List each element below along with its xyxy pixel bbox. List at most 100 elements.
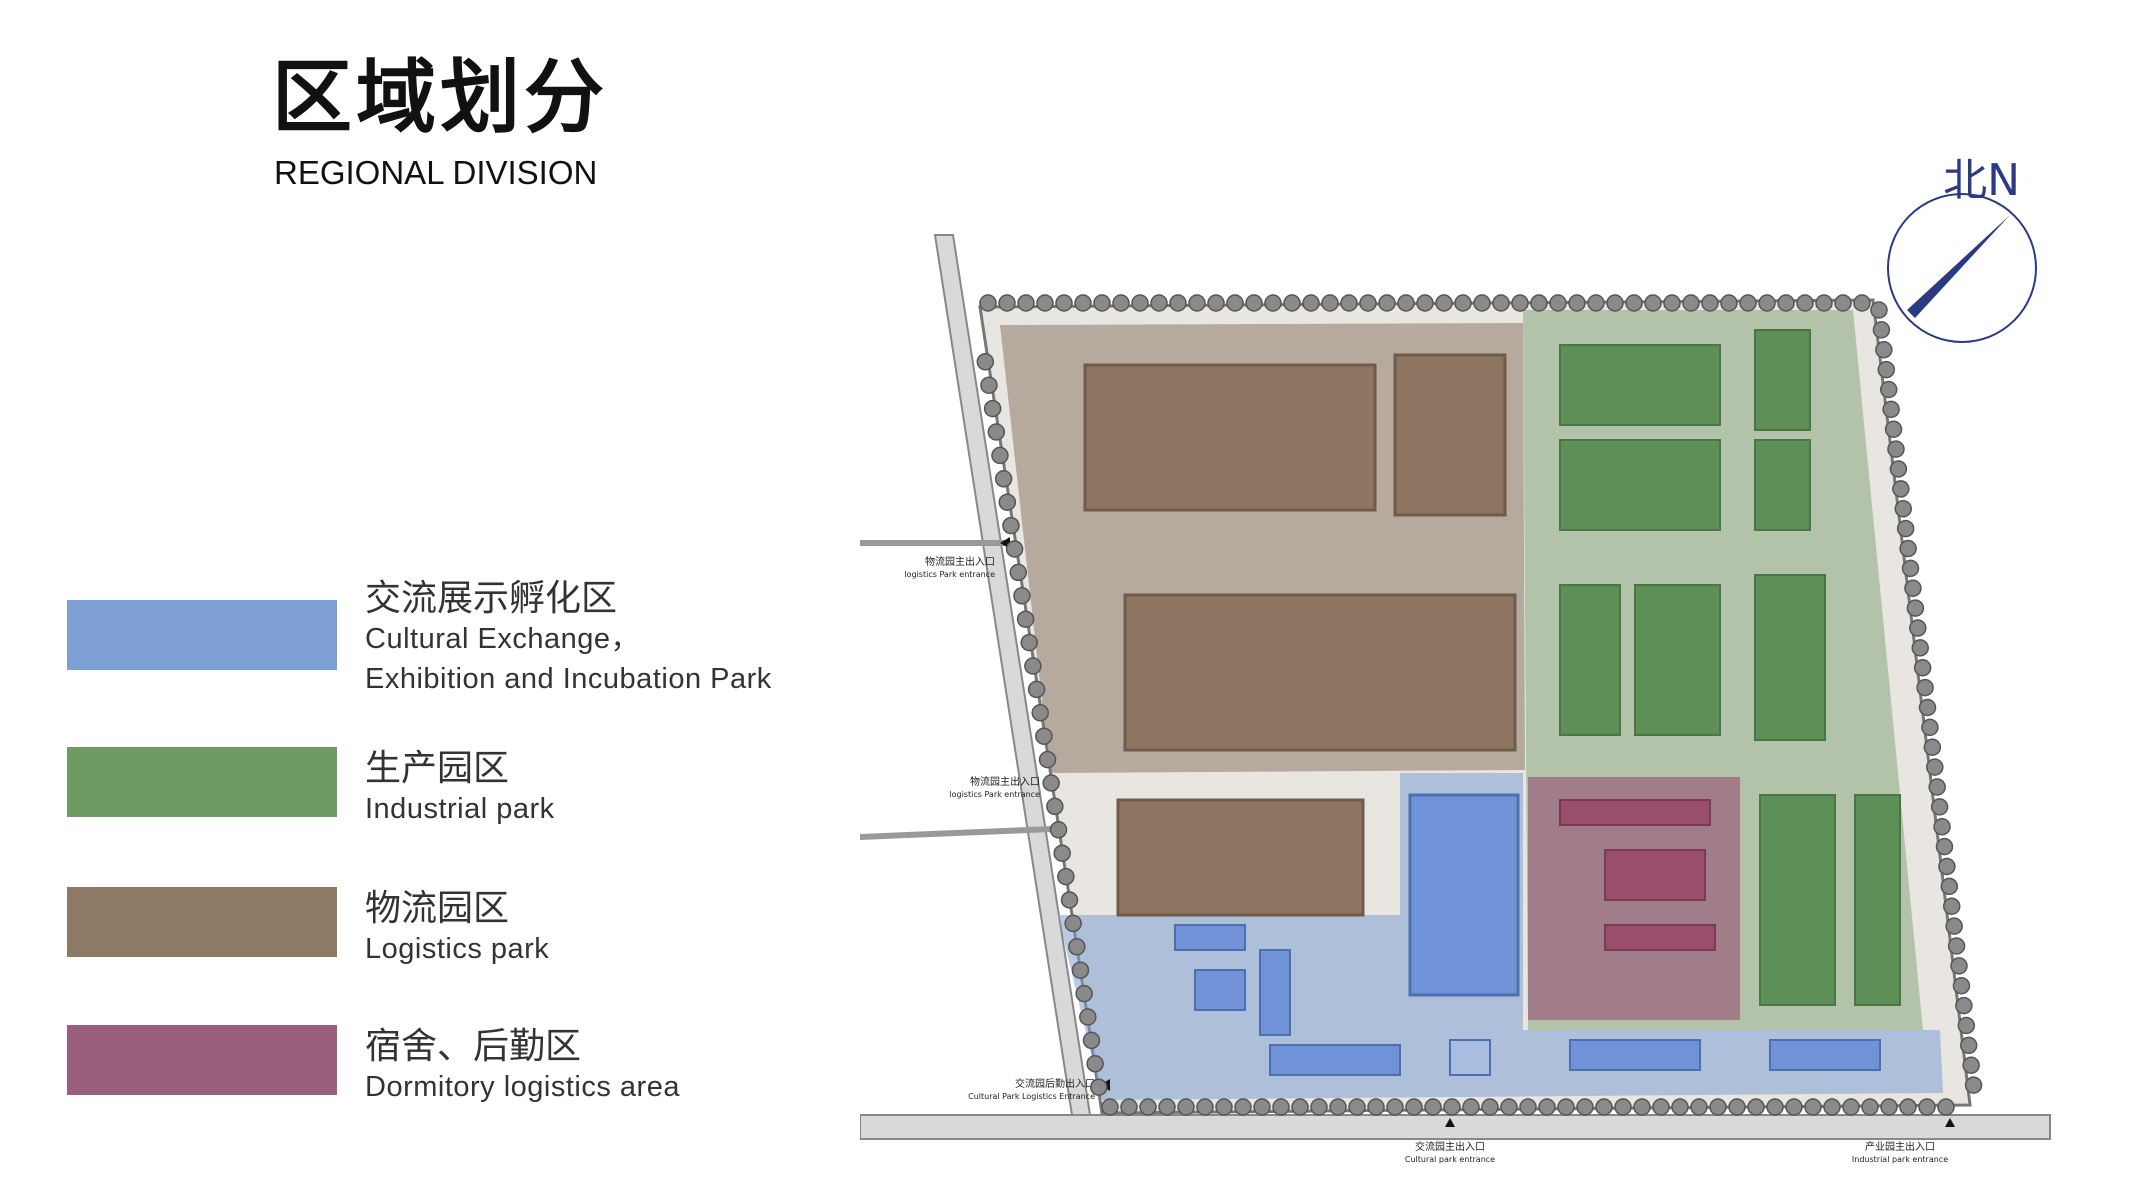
tree-icon <box>1777 294 1795 312</box>
logistics-building <box>1083 363 1377 512</box>
tree-icon <box>998 294 1016 312</box>
tree-icon <box>1049 821 1068 839</box>
tree-icon <box>1625 294 1643 312</box>
tree-icon <box>1614 1098 1632 1116</box>
industrial-building <box>1754 439 1811 531</box>
tree-icon <box>1709 1098 1727 1116</box>
tree-icon <box>1568 294 1586 312</box>
cultural-building <box>1269 1044 1401 1076</box>
tree-icon <box>1443 1098 1461 1116</box>
tree-icon <box>1870 301 1888 319</box>
entrance-label-zh: 交流园后勤出入口 <box>1015 1077 1095 1090</box>
tree-icon <box>1959 1036 1978 1055</box>
tree-icon <box>1701 294 1719 312</box>
legend-swatch-dormitory <box>67 1025 337 1095</box>
tree-icon <box>1359 294 1377 312</box>
industrial-building <box>1759 794 1836 1006</box>
tree-icon <box>1909 619 1927 637</box>
tree-icon <box>1057 867 1075 886</box>
tree-icon <box>1064 914 1082 933</box>
tree-icon <box>1519 1098 1537 1116</box>
legend-swatch-logistics <box>67 887 337 957</box>
logistics-building <box>1116 798 1365 917</box>
tree-icon <box>1957 1016 1976 1035</box>
entrance-label-en: logistics Park entrance <box>949 790 1040 799</box>
entrance-label-en: Cultural Park Logistics Entrance <box>968 1092 1095 1101</box>
tree-icon <box>1101 1098 1119 1116</box>
tree-icon <box>1024 657 1042 675</box>
tree-icon <box>1926 758 1944 776</box>
tree-icon <box>1815 294 1833 312</box>
tree-icon <box>1935 837 1954 856</box>
site-plan-svg: 物流园主出入口 logistics Park entrance 物流园主出入口 … <box>860 234 2051 1164</box>
tree-icon <box>1424 1098 1442 1116</box>
tree-icon <box>1139 1098 1157 1116</box>
tree-icon <box>1511 294 1529 312</box>
tree-icon <box>1882 400 1900 419</box>
legend-swatch-cultural <box>67 600 337 670</box>
industrial-building <box>1854 794 1901 1006</box>
tree-icon <box>1896 519 1915 538</box>
tree-icon <box>1943 897 1961 915</box>
tree-icon <box>1530 294 1548 312</box>
tree-icon <box>1310 1098 1328 1116</box>
tree-icon <box>1834 294 1852 312</box>
entrance-label-zh: 物流园主出入口 <box>925 555 995 568</box>
tree-icon <box>1397 294 1415 312</box>
tree-icon <box>1075 984 1093 1003</box>
tree-icon <box>1690 1098 1708 1116</box>
tree-icon <box>1720 294 1738 312</box>
tree-icon <box>1454 294 1472 312</box>
tree-icon <box>998 493 1017 511</box>
tree-icon <box>1272 1098 1290 1116</box>
cultural-building <box>1194 969 1246 1011</box>
tree-icon <box>1150 294 1168 312</box>
tree-icon <box>1042 774 1060 792</box>
tree-icon <box>1207 294 1225 312</box>
dormitory-building <box>1559 799 1711 826</box>
tree-icon <box>1796 294 1814 312</box>
page-title: 区域划分 <box>272 51 608 144</box>
cultural-building <box>1769 1039 1881 1071</box>
dormitory-building <box>1604 849 1706 901</box>
tree-icon <box>1005 540 1024 558</box>
tree-icon <box>1031 704 1049 722</box>
tree-icon <box>1053 844 1071 862</box>
tree-icon <box>994 470 1013 488</box>
tree-icon <box>1435 294 1453 312</box>
legend-label-zh: 交流展示孵化区 <box>365 578 618 619</box>
entrance-label-en: Cultural park entrance <box>1405 1155 1495 1164</box>
tree-icon <box>1253 1098 1271 1116</box>
tree-icon <box>1937 1098 1955 1116</box>
cultural-building <box>1408 793 1520 997</box>
tree-icon <box>1861 1098 1879 1116</box>
tree-icon <box>1823 1098 1841 1116</box>
tree-icon <box>1215 1098 1233 1116</box>
legend-label-en: Logistics park <box>365 933 550 965</box>
tree-icon <box>1899 1098 1917 1116</box>
tree-icon <box>1652 1098 1670 1116</box>
industrial-building <box>1754 329 1811 431</box>
tree-icon <box>1046 797 1064 816</box>
legend-swatch-industrial <box>67 747 337 817</box>
tree-icon <box>1074 294 1092 312</box>
tree-icon <box>1226 294 1244 312</box>
page-subtitle: REGIONAL DIVISION <box>274 154 598 191</box>
tree-icon <box>1938 857 1956 876</box>
tree-icon <box>1576 1098 1594 1116</box>
legend-label-zh: 生产园区 <box>365 748 510 789</box>
legend: 交流展示孵化区 Cultural Exchange， Exhibition an… <box>67 575 847 1115</box>
tree-icon <box>1462 1098 1480 1116</box>
tree-icon <box>1945 917 1963 935</box>
tree-icon <box>1473 294 1491 312</box>
tree-icon <box>1245 294 1263 312</box>
site-plan-map: 物流园主出入口 logistics Park entrance 物流园主出入口 … <box>860 225 2090 1170</box>
tree-icon <box>1899 539 1917 558</box>
tree-icon <box>1671 1098 1689 1116</box>
tree-icon <box>1804 1098 1822 1116</box>
tree-icon <box>1492 294 1510 312</box>
tree-icon <box>1481 1098 1499 1116</box>
tree-icon <box>1035 727 1053 745</box>
entrance-label-zh: 物流园主出入口 <box>970 775 1040 788</box>
tree-icon <box>1916 678 1934 697</box>
